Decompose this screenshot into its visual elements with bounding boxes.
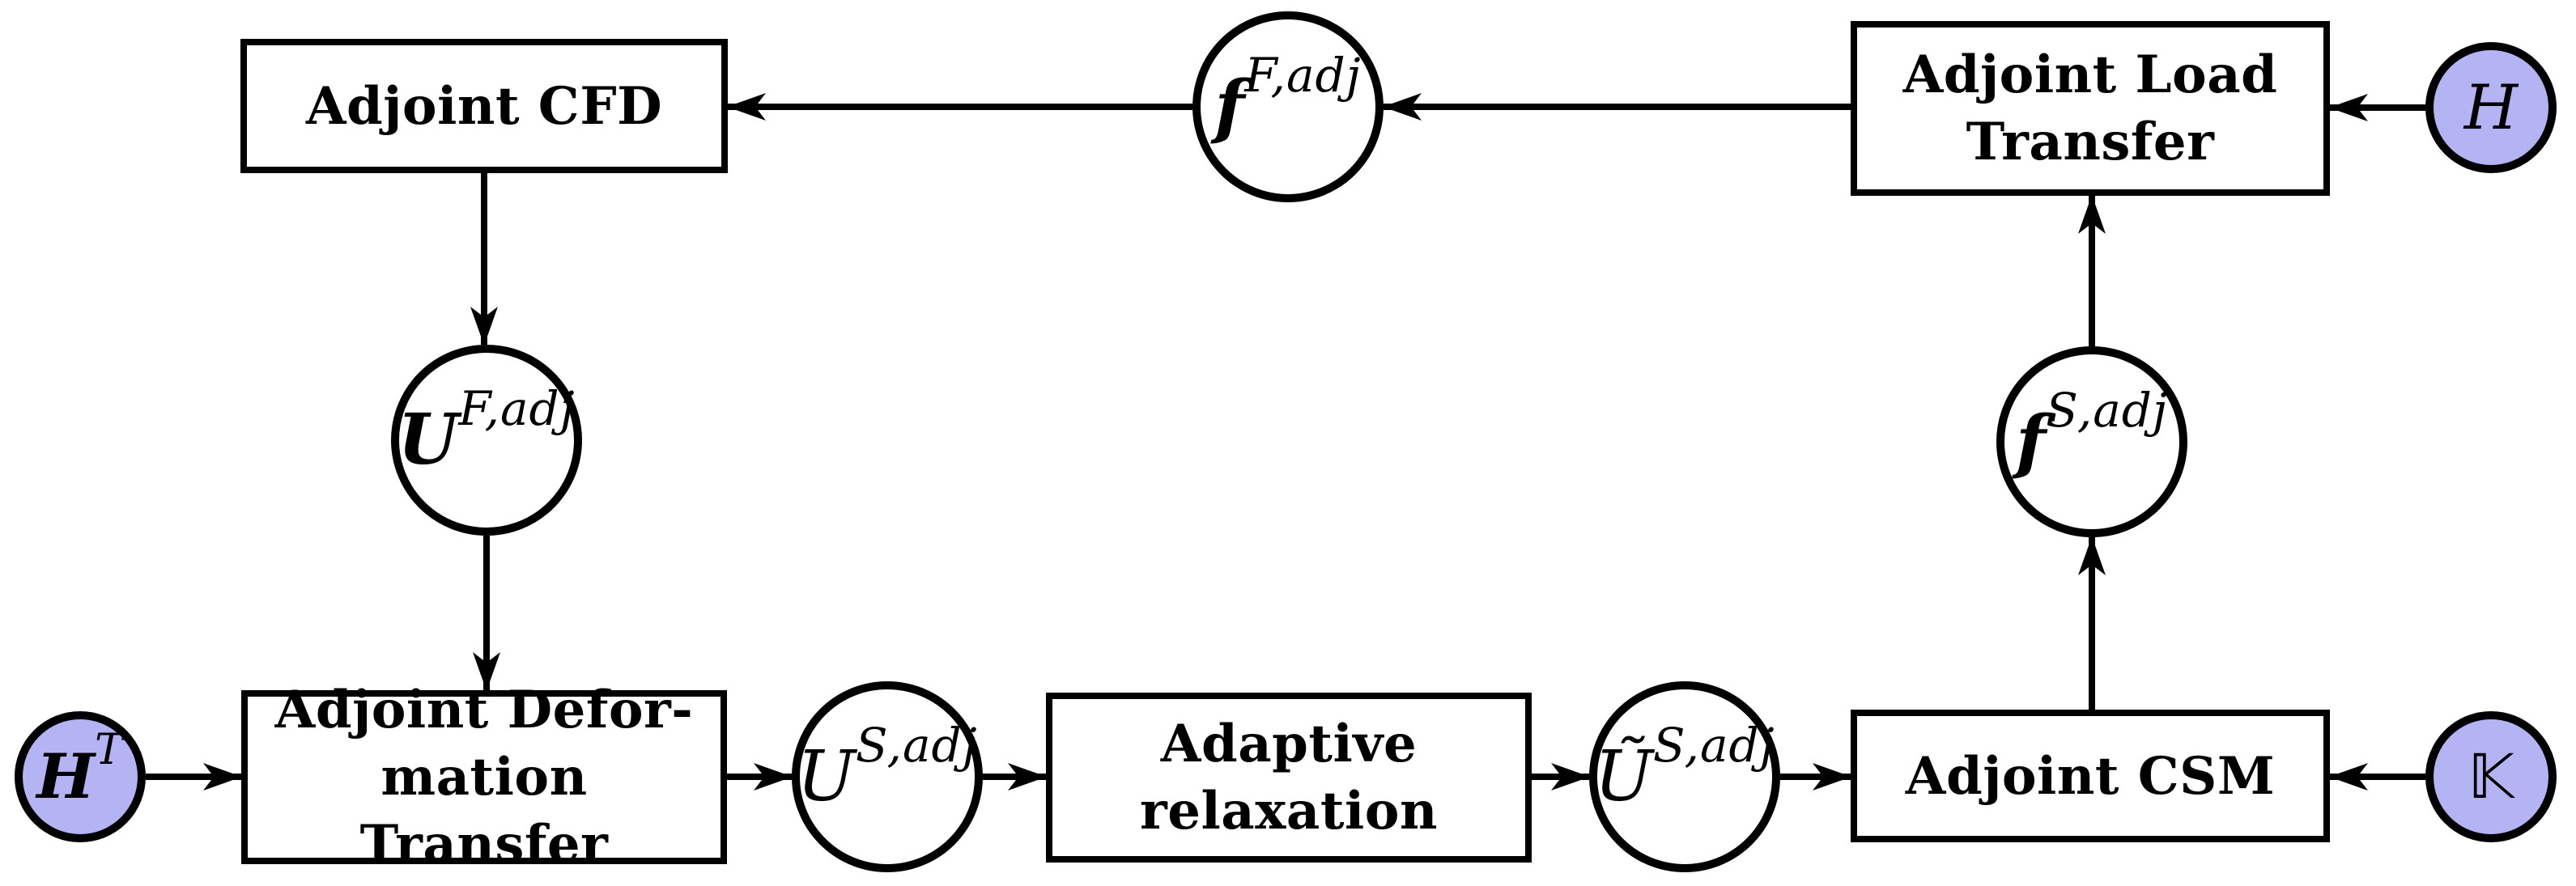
adjoint-deformation-transfer-label: Adjoint Defor- mation Transfer xyxy=(248,676,721,878)
f-S-adj-symbol: fS,adj xyxy=(2016,387,2168,477)
adjoint-load-transfer-box: Adjoint Load Transfer xyxy=(1851,21,2330,196)
U-S-adj-symbol: US,adj xyxy=(797,722,977,812)
H-base: H xyxy=(2463,71,2519,143)
K-base: 𝕂 xyxy=(2468,740,2514,812)
adjoint-csm-label: Adjoint CSM xyxy=(1906,743,2275,810)
U-tilde-S-adj-node: ŨS,adj xyxy=(1589,681,1780,872)
H-symbol: H xyxy=(2464,77,2518,138)
f-S-adj-sup: S,adj xyxy=(2046,383,2168,438)
adaptive-relaxation-box: Adaptive relaxation xyxy=(1046,693,1532,863)
U-S-adj-node: US,adj xyxy=(792,681,983,872)
f-F-adj-symbol: fF,adj xyxy=(1214,52,1361,142)
U-F-adj-node: UF,adj xyxy=(391,345,582,536)
U-F-adj-sup: F,adj xyxy=(458,381,576,436)
adjoint-deformation-transfer-line1: Adjoint Defor- xyxy=(274,680,694,740)
adjoint-load-transfer-line1: Adjoint Load xyxy=(1902,45,2278,105)
adjoint-csm-box: Adjoint CSM xyxy=(1851,710,2330,842)
U-F-adj-symbol: UF,adj xyxy=(397,385,575,475)
f-S-adj-base: f xyxy=(2016,401,2047,482)
adjoint-cfd-label: Adjoint CFD xyxy=(306,73,662,140)
f-S-adj-node: fS,adj xyxy=(1996,346,2187,537)
K-node: 𝕂 xyxy=(2425,711,2557,842)
K-symbol: 𝕂 xyxy=(2468,746,2514,808)
H-T-base: H xyxy=(36,740,96,812)
adjoint-csm-line1: Adjoint CSM xyxy=(1905,745,2276,807)
U-tilde-S-adj-base: Ũ xyxy=(1594,736,1653,817)
f-F-adj-sup: F,adj xyxy=(1244,48,1362,103)
f-F-adj-node: fF,adj xyxy=(1192,11,1384,202)
adjoint-cfd-box: Adjoint CFD xyxy=(240,39,728,173)
U-S-adj-sup: S,adj xyxy=(855,718,978,773)
adjoint-cfd-line1: Adjoint CFD xyxy=(305,75,663,137)
adjoint-load-transfer-label: Adjoint Load Transfer xyxy=(1903,41,2278,176)
adaptive-relaxation-line1: Adaptive xyxy=(1160,714,1418,774)
U-F-adj-base: U xyxy=(397,399,459,481)
adjoint-deformation-transfer-box: Adjoint Defor- mation Transfer xyxy=(241,680,727,875)
U-S-adj-base: U xyxy=(797,736,856,817)
f-F-adj-base: f xyxy=(1214,66,1245,147)
U-tilde-S-adj-symbol: ŨS,adj xyxy=(1594,722,1775,812)
H-T-symbol: HT xyxy=(36,729,124,808)
adaptive-relaxation-label: Adaptive relaxation xyxy=(1140,710,1438,845)
H-T-sup: T xyxy=(95,726,124,774)
U-tilde-S-adj-sup: S,adj xyxy=(1652,718,1775,773)
adjoint-deformation-transfer-line2: mation Transfer xyxy=(359,747,609,875)
adjoint-load-transfer-line2: Transfer xyxy=(1966,112,2215,172)
H-node: H xyxy=(2425,42,2557,173)
adaptive-relaxation-line2: relaxation xyxy=(1140,781,1438,841)
H-T-node: HT xyxy=(15,711,146,842)
